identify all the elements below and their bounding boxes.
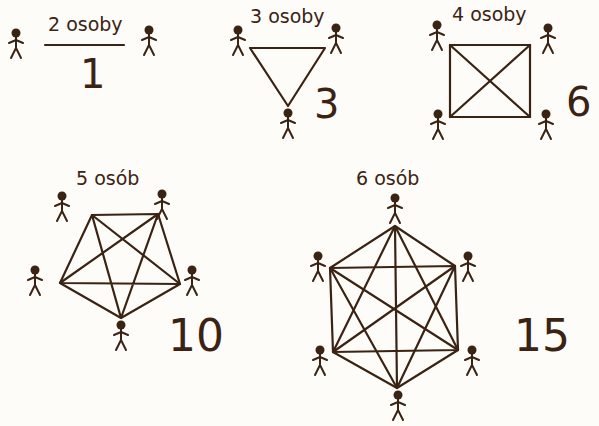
count-number: 10 <box>168 312 224 360</box>
star-triangle <box>330 266 455 388</box>
person-figure <box>430 21 444 51</box>
pentagram-connections <box>60 214 180 318</box>
person-figure <box>388 194 402 224</box>
person-figure <box>461 252 475 282</box>
count-number: 15 <box>514 312 570 360</box>
diagonal-line <box>450 45 530 117</box>
person-figure <box>281 109 295 139</box>
person-figure <box>313 346 327 376</box>
person-figure <box>391 391 405 421</box>
person-figure <box>541 24 555 54</box>
person-figure <box>142 26 156 56</box>
group-label: 2 osoby <box>48 14 123 35</box>
square-connections <box>450 45 530 117</box>
person-figure <box>9 29 23 59</box>
group-label: 5 osób <box>76 168 139 189</box>
person-figure <box>231 26 245 56</box>
hexagon-connections <box>330 226 458 388</box>
diagonal-line <box>330 268 458 350</box>
connection-line <box>45 44 124 46</box>
person-figure <box>431 110 445 140</box>
person-figure <box>114 321 128 351</box>
person-figure <box>55 192 69 222</box>
person-figure <box>155 190 169 220</box>
person-figure <box>28 266 42 296</box>
count-number: 1 <box>80 52 105 96</box>
count-number: 3 <box>314 82 339 126</box>
group-label: 3 osoby <box>250 6 325 27</box>
person-figure <box>539 110 553 140</box>
pentagon-connections <box>60 214 180 318</box>
person-figure <box>465 346 479 376</box>
person-figure <box>311 252 325 282</box>
person-figure <box>185 266 199 296</box>
group-label: 6 osób <box>356 168 419 189</box>
group-label: 4 osoby <box>452 4 527 25</box>
triangle-connections <box>250 48 325 106</box>
diagonal-line <box>450 45 530 117</box>
person-figure <box>329 24 343 54</box>
person-figures <box>9 21 555 421</box>
count-number: 6 <box>566 80 591 124</box>
